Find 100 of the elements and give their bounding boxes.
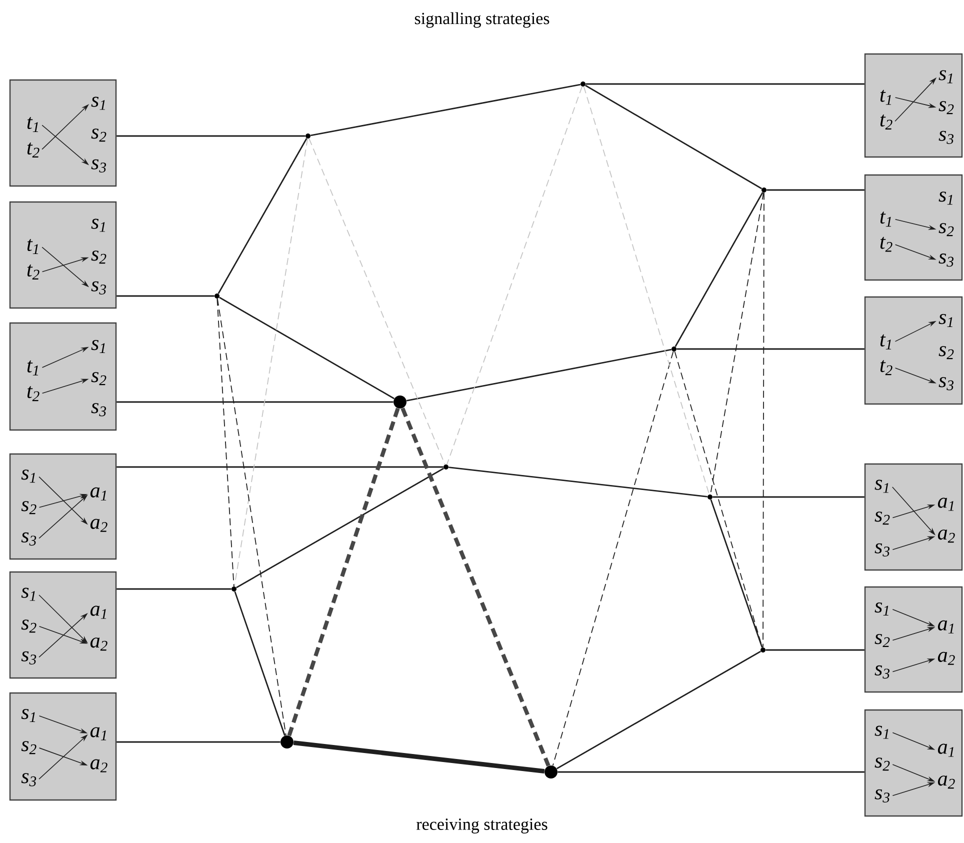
dashed-line: [216, 298, 286, 736]
connector-line: [116, 135, 306, 137]
strategy-symbol: s$_{1}$: [938, 70, 952, 84]
strategy-symbol: t$_{1}$: [880, 212, 892, 227]
vertex-dot: [280, 736, 294, 748]
polygon-edge: [310, 84, 580, 136]
strategy-box: [9, 453, 117, 560]
strategy-symbol: s$_{3}$: [874, 665, 890, 679]
dashed-line: [674, 351, 763, 648]
connector-line: [766, 649, 864, 651]
dashed-line: [762, 192, 764, 648]
connector-line: [676, 348, 864, 350]
strategy-symbol: s$_{2}$: [91, 372, 106, 386]
strategy-symbol: s$_{1}$: [874, 726, 888, 739]
strategy-symbol: t$_{2}$: [27, 264, 40, 280]
strategy-box: [864, 296, 963, 405]
strategy-box: [9, 79, 117, 187]
polygon-edge: [710, 499, 763, 648]
strategy-symbol: s$_{2}$: [21, 620, 36, 633]
strategy-symbol: a$_{2}$: [938, 530, 955, 543]
strategy-symbol: a$_{1}$: [938, 744, 954, 757]
connector-line: [586, 83, 864, 85]
strategy-symbol: a$_{1}$: [90, 727, 106, 740]
strategy-symbol: s$_{1}$: [91, 218, 105, 232]
dashed-line: [583, 86, 710, 495]
vertex-dot: [544, 766, 558, 778]
polygon-edge: [236, 468, 444, 588]
strategy-symbol: t$_{1}$: [880, 334, 892, 350]
strategy-symbol: t$_{1}$: [27, 117, 38, 132]
connector-line: [116, 466, 444, 468]
strategy-box: [864, 709, 963, 817]
strategy-symbol: s$_{1}$: [21, 470, 36, 483]
strategy-symbol: s$_{2}$: [874, 758, 890, 771]
heading-label: signalling strategies: [414, 12, 550, 28]
strategy-symbol: a$_{1}$: [938, 498, 954, 511]
strategy-symbol: s$_{3}$: [21, 532, 36, 546]
polygon-edge: [406, 348, 672, 402]
strategy-symbol: t$_{2}$: [880, 360, 892, 376]
strategy-symbol: s$_{2}$: [938, 223, 954, 236]
strategy-symbol: s$_{1}$: [21, 588, 36, 601]
strategy-symbol: a$_{2}$: [90, 759, 108, 772]
strategy-symbol: a$_{2}$: [938, 652, 955, 665]
strategy-symbol: s$_{2}$: [21, 741, 36, 754]
polygon-edge: [448, 466, 708, 498]
strategy-symbol: t$_{2}$: [27, 142, 40, 158]
strategy-symbol: a$_{1}$: [90, 606, 106, 619]
strategy-box: [864, 174, 963, 281]
strategy-symbol: a$_{1}$: [90, 487, 106, 500]
dashed-line: [400, 407, 550, 767]
connector-line: [712, 496, 864, 498]
strategy-symbol: s$_{1}$: [938, 314, 952, 327]
polygon-edge: [219, 296, 395, 400]
polygon-edge: [584, 84, 762, 190]
polygon-edge: [234, 591, 286, 736]
strategy-symbol: s$_{3}$: [938, 377, 954, 390]
strategy-symbol: s$_{3}$: [938, 254, 954, 267]
strategy-box: [9, 322, 117, 431]
strategy-symbol: a$_{2}$: [90, 518, 108, 532]
polygon-edge: [674, 192, 764, 347]
polygon-edge: [293, 740, 545, 774]
dashed-line: [216, 298, 234, 587]
strategy-box: [864, 53, 963, 158]
dashed-line: [446, 86, 583, 465]
strategy-symbol: s$_{2}$: [874, 512, 890, 525]
connector-line: [116, 588, 232, 590]
connector-line: [766, 189, 864, 191]
connector-line: [116, 741, 280, 743]
strategy-box: [864, 586, 963, 693]
strategy-box: [864, 463, 963, 571]
connector-line: [116, 401, 394, 403]
strategy-symbol: s$_{3}$: [874, 789, 890, 802]
polygon-edge: [556, 650, 762, 770]
dashed-line: [552, 351, 674, 766]
dashed-line: [710, 192, 764, 495]
dashed-line: [234, 138, 308, 587]
strategy-symbol: a$_{2}$: [90, 638, 108, 651]
strategy-symbol: s$_{1}$: [938, 192, 952, 205]
strategy-symbol: s$_{2}$: [21, 501, 36, 514]
strategy-symbol: s$_{1}$: [874, 480, 888, 493]
strategy-symbol: s$_{2}$: [91, 250, 106, 264]
strategy-symbol: s$_{2}$: [938, 346, 954, 360]
strategy-symbol: t$_{2}$: [880, 236, 892, 252]
strategy-symbol: s$_{2}$: [91, 128, 106, 142]
strategy-symbol: s$_{3}$: [91, 403, 106, 416]
strategy-symbol: s$_{3}$: [21, 773, 36, 786]
strategy-symbol: s$_{3}$: [938, 130, 954, 144]
strategy-symbol: s$_{3}$: [874, 543, 890, 556]
dashed-line: [287, 408, 400, 736]
strategy-symbol: s$_{1}$: [91, 340, 105, 353]
strategy-symbol: t$_{1}$: [27, 239, 38, 254]
strategy-symbol: s$_{1}$: [91, 96, 105, 110]
strategy-symbol: t$_{1}$: [27, 360, 38, 376]
polygon-edge: [218, 138, 308, 294]
connector-line: [116, 295, 214, 297]
strategy-symbol: s$_{3}$: [91, 281, 106, 294]
strategy-box: [9, 692, 117, 801]
dashed-line: [308, 138, 446, 465]
strategy-box: [9, 201, 117, 309]
strategy-symbol: s$_{2}$: [874, 634, 890, 647]
strategy-symbol: s$_{1}$: [874, 602, 888, 616]
